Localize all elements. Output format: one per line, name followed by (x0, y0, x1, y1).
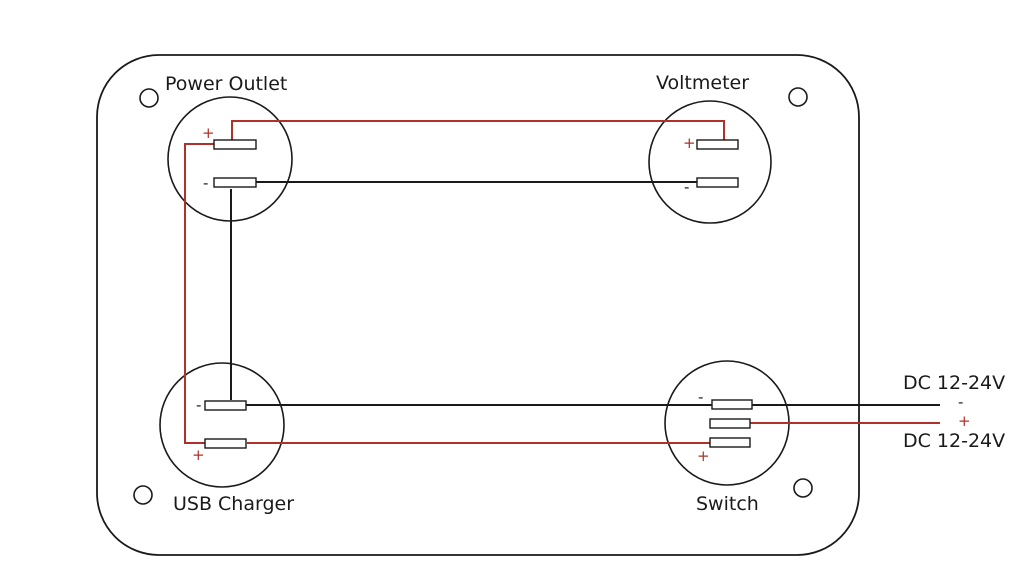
wire-outlet-plus-to-usb-plus (184, 143, 214, 444)
mounting-hole-bottom-left (133, 485, 153, 505)
supply-positive-label: DC 12-24V (903, 430, 1005, 452)
switch-label: Switch (696, 493, 759, 515)
usb-charger-minus-terminal[interactable] (204, 400, 247, 411)
power-outlet-plus-terminal[interactable] (213, 139, 257, 150)
terminals (204, 139, 753, 449)
usb-charger-plus-sign: + (192, 446, 205, 464)
voltmeter-minus-terminal[interactable] (696, 177, 739, 188)
voltmeter-label: Voltmeter (656, 72, 749, 94)
wire-outlet-plus-to-voltmeter-plus (231, 120, 725, 140)
switch-plus-sign: + (697, 447, 710, 465)
mounting-hole-top-left (139, 88, 159, 108)
usb-charger-plus-terminal[interactable] (204, 438, 247, 449)
voltmeter-circle (648, 100, 772, 224)
usb-charger-minus-sign: - (196, 396, 201, 414)
switch-center-terminal[interactable] (709, 418, 751, 429)
usb-charger-circle (159, 362, 285, 488)
voltmeter-plus-sign: + (683, 134, 696, 152)
supply-negative-label: DC 12-24V (903, 372, 1005, 394)
switch-plus-terminal[interactable] (709, 437, 751, 448)
switch-minus-terminal[interactable] (711, 399, 753, 410)
supply-positive-sign: + (958, 412, 971, 430)
mounting-hole-top-right (788, 87, 808, 107)
mounting-hole-bottom-right (793, 478, 813, 498)
power-outlet-minus-sign: - (203, 174, 208, 192)
panel-outline (96, 54, 860, 556)
positive-wiring (184, 120, 940, 444)
voltmeter-plus-terminal[interactable] (696, 139, 739, 150)
power-outlet-label: Power Outlet (165, 73, 287, 95)
power-outlet-minus-terminal[interactable] (213, 177, 257, 188)
voltmeter-minus-sign: - (684, 178, 689, 196)
usb-charger-label: USB Charger (173, 493, 294, 515)
power-outlet-plus-sign: + (202, 124, 215, 142)
negative-wiring (230, 181, 940, 406)
switch-minus-sign: - (698, 388, 703, 406)
supply-negative-sign: - (958, 393, 963, 411)
